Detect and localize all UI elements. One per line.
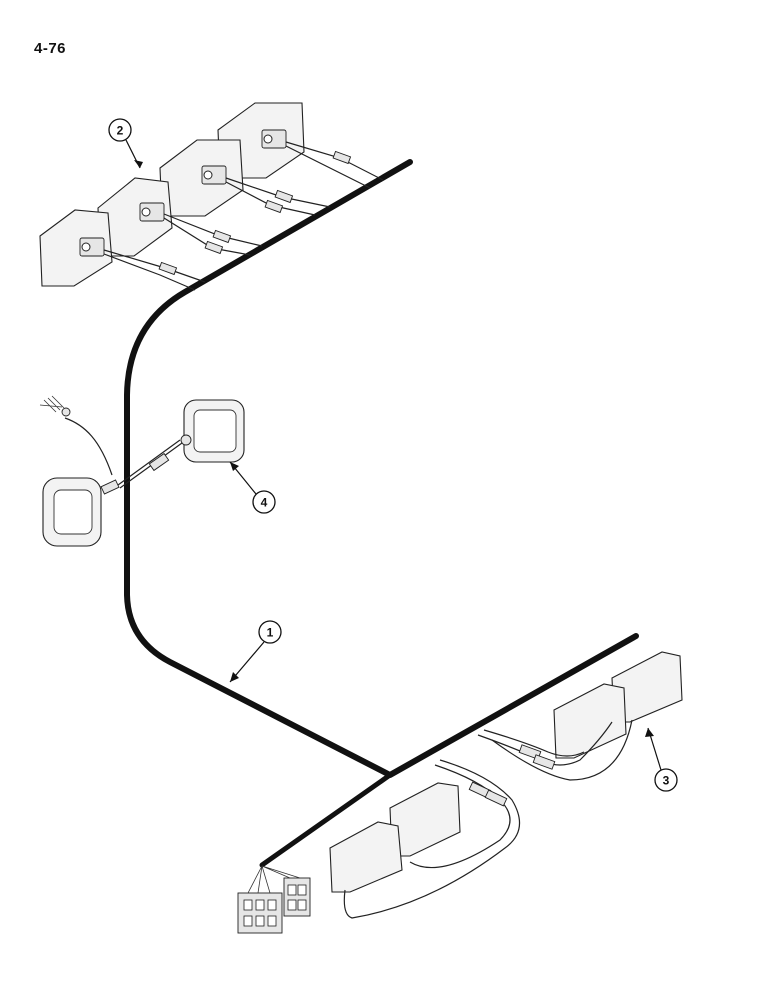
side-lamp-group [39,395,245,547]
main-harness [124,159,639,868]
rear-lamp-r1 [553,683,627,759]
page-number: 4-76 [34,40,67,57]
rear-lamp-l1 [329,821,403,893]
front-lamp-2 [97,177,173,257]
side-lamp-lower [42,477,120,547]
svg-text:2: 2 [117,124,124,138]
svg-text:3: 3 [663,774,670,788]
callout-1: 1 [229,620,282,683]
callout-3: 3 [645,727,678,792]
callout-2: 2 [108,118,143,169]
front-lamp-3 [159,139,244,217]
harness-plug [237,865,311,934]
rear-lamp-right-group [477,651,683,781]
callout-4: 4 [229,461,276,514]
front-lamp-1 [39,209,113,287]
rear-lamp-l2 [389,782,461,857]
side-lamp-upper [180,399,245,463]
svg-text:4: 4 [261,496,268,510]
rear-lamp-left-group [237,759,521,934]
svg-text:1: 1 [267,626,274,640]
front-lamp-group [39,102,384,291]
